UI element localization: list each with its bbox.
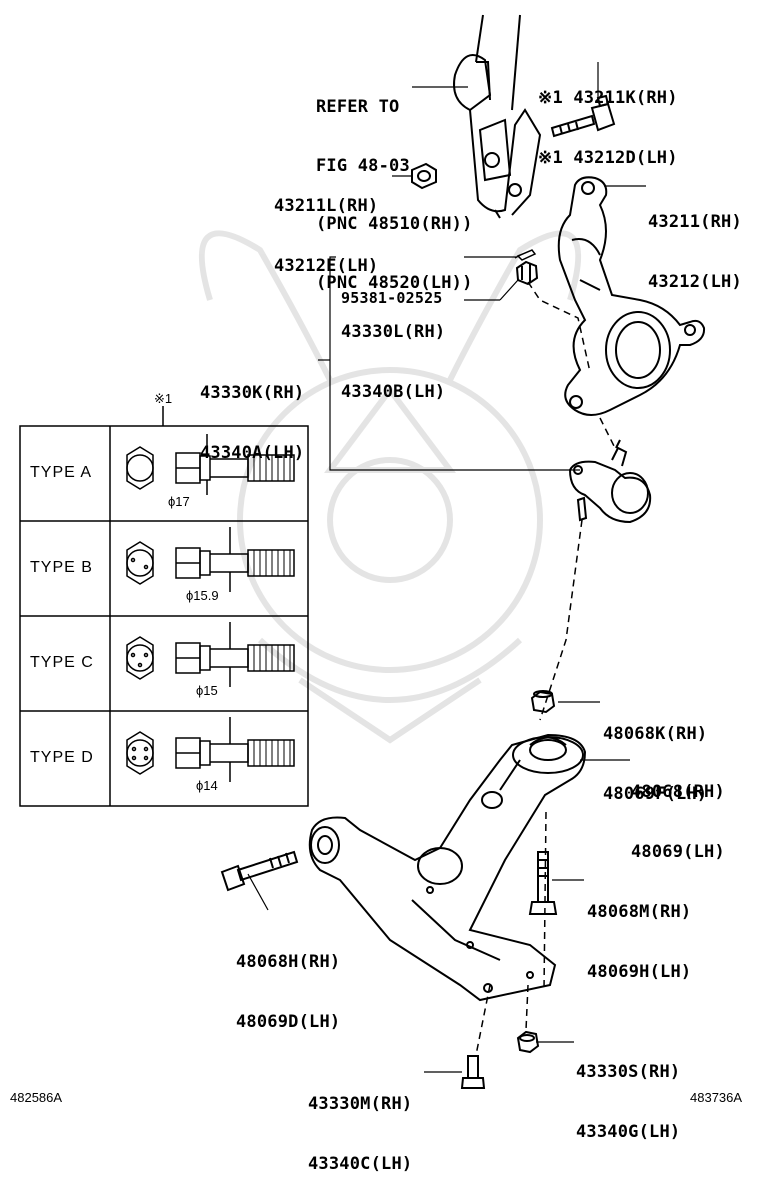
ball-joint bbox=[568, 439, 652, 524]
small-nut bbox=[516, 1030, 540, 1054]
figure-id-right: 483736A bbox=[690, 1090, 743, 1105]
strut-bracket bbox=[453, 14, 542, 219]
part-label-nut-top[interactable]: 43211L(RH) 43212E(LH) bbox=[274, 156, 378, 296]
part-number-lh: 43212(LH) bbox=[648, 272, 742, 292]
part-number-rh: 48068M(RH) bbox=[587, 902, 692, 922]
part-number-rh: 43211L(RH) bbox=[274, 196, 379, 216]
part-label-arm-bolt-l[interactable]: 48068H(RH) 48069D(LH) bbox=[236, 912, 340, 1052]
part-number-lh: 43212E(LH) bbox=[274, 256, 379, 276]
part-number-lh: 48069F(LH) bbox=[603, 784, 708, 804]
refer-line-4: (PNC 48520(LH)) bbox=[316, 272, 473, 293]
parts-diagram bbox=[19, 14, 706, 1089]
part-number-rh: ※1 43211K(RH) bbox=[538, 88, 678, 108]
strut-nut bbox=[411, 162, 437, 190]
small-bolt bbox=[460, 1055, 486, 1089]
part-number-lh: ※1 43212D(LH) bbox=[538, 148, 678, 168]
part-number-lh: 43340G(LH) bbox=[576, 1122, 681, 1142]
part-number-rh: 43211(RH) bbox=[648, 212, 742, 232]
arm-bolt-horizontal bbox=[220, 850, 299, 892]
type-table bbox=[19, 406, 309, 807]
part-number: 95381-02525 bbox=[341, 289, 443, 307]
arm-nut bbox=[530, 690, 556, 714]
part-number-rh: 43330S(RH) bbox=[576, 1062, 681, 1082]
steering-knuckle bbox=[557, 176, 706, 416]
part-label-balljoint-nut[interactable]: 43330L(RH) 43340B(LH) bbox=[341, 282, 445, 422]
part-number-rh: 43330L(RH) bbox=[341, 322, 446, 342]
part-number-lh: 43340A(LH) bbox=[200, 443, 305, 463]
lower-control-arm bbox=[308, 733, 587, 1002]
part-number-rh: 43330M(RH) bbox=[308, 1094, 413, 1114]
part-number-rh: 48068(RH) bbox=[631, 782, 725, 802]
type-table-mark: ※1 bbox=[154, 391, 173, 406]
type-label-d: TYPE D bbox=[30, 749, 94, 766]
part-label-small-bolt[interactable]: 43330M(RH) 43340C(LH) bbox=[308, 1054, 412, 1194]
part-label-arm-nut[interactable]: 48068K(RH) 48069F(LH) bbox=[603, 684, 707, 824]
part-label-bolt-top[interactable]: ※1 43211K(RH) ※1 43212D(LH) bbox=[538, 48, 678, 188]
type-label-c: TYPE C bbox=[30, 654, 94, 671]
part-number-lh: 43340B(LH) bbox=[341, 382, 446, 402]
hub-bolt-drawings bbox=[126, 434, 295, 782]
part-label-pin[interactable]: 95381-02525 bbox=[341, 248, 443, 328]
type-label-b: TYPE B bbox=[30, 559, 93, 576]
part-number-rh: 43330K(RH) bbox=[200, 383, 305, 403]
type-label-a: TYPE A bbox=[30, 464, 93, 481]
type-diameter-c: ϕ15 bbox=[196, 683, 218, 698]
refer-line-2: FIG 48-03 bbox=[316, 155, 410, 176]
part-number-lh: 43340C(LH) bbox=[308, 1154, 413, 1174]
part-number-lh: 48069H(LH) bbox=[587, 962, 692, 982]
type-diameter-b: ϕ15.9 bbox=[186, 588, 219, 603]
watermark-emblem bbox=[198, 230, 582, 744]
refer-note: REFER TO FIG 48-03 (PNC 48510(RH)) (PNC … bbox=[316, 59, 473, 313]
leader-lines bbox=[247, 62, 646, 1073]
strut-bolt bbox=[550, 94, 616, 138]
refer-line-3: (PNC 48510(RH)) bbox=[316, 214, 473, 234]
part-number-rh: 48068H(RH) bbox=[236, 952, 341, 972]
arm-bolt-vertical bbox=[528, 851, 558, 915]
part-label-balljoint[interactable]: 43330K(RH) 43340A(LH) bbox=[200, 343, 304, 483]
part-number-lh: 48069D(LH) bbox=[236, 1012, 341, 1032]
castle-nut bbox=[515, 260, 539, 286]
part-label-arm-bolt-r[interactable]: 48068M(RH) 48069H(LH) bbox=[587, 862, 691, 1002]
part-number-lh: 48069(LH) bbox=[631, 842, 725, 862]
part-label-knuckle[interactable]: 43211(RH) 43212(LH) bbox=[648, 172, 742, 312]
type-diameter-d: ϕ14 bbox=[196, 778, 218, 793]
part-label-small-nut[interactable]: 43330S(RH) 43340G(LH) bbox=[576, 1022, 680, 1162]
part-number-rh: 48068K(RH) bbox=[603, 724, 708, 744]
refer-line-1: REFER TO bbox=[316, 97, 400, 117]
type-diameter-a: ϕ17 bbox=[168, 494, 190, 509]
part-label-lower-arm[interactable]: 48068(RH) 48069(LH) bbox=[631, 742, 725, 882]
figure-id-left: 482586A bbox=[10, 1090, 63, 1105]
